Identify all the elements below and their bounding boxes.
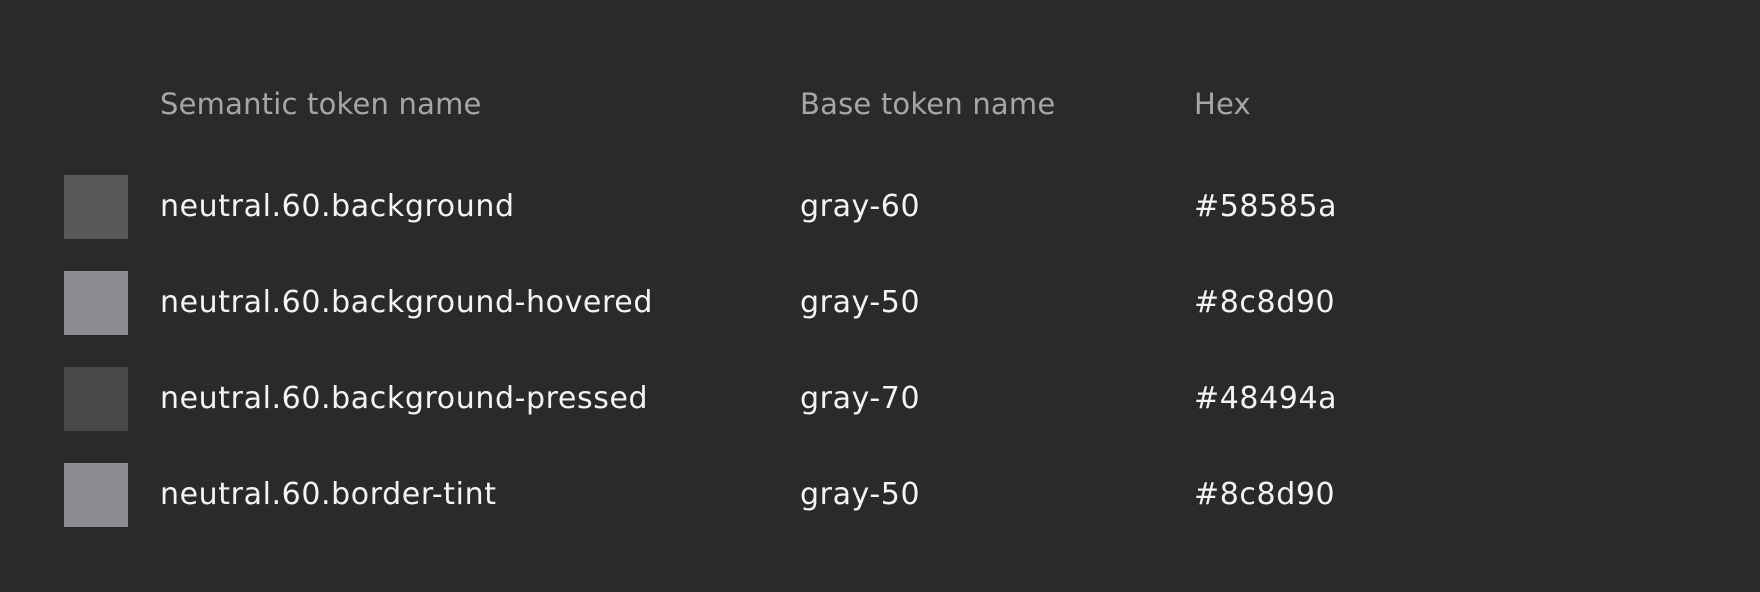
header-semantic-token-name: Semantic token name	[160, 87, 482, 121]
table-body: neutral.60.background gray-60 #58585a ne…	[0, 175, 1760, 559]
base-token-name: gray-60	[800, 189, 921, 224]
table-row: neutral.60.background-hovered gray-50 #8…	[0, 271, 1760, 367]
color-swatch	[64, 463, 128, 527]
semantic-token-name: neutral.60.background	[160, 189, 515, 224]
hex-value: #8c8d90	[1194, 477, 1336, 512]
header-base-token-name: Base token name	[800, 87, 1056, 121]
hex-value: #48494a	[1194, 381, 1338, 416]
semantic-token-name: neutral.60.border-tint	[160, 477, 497, 512]
hex-value: #8c8d90	[1194, 285, 1336, 320]
semantic-token-name: neutral.60.background-hovered	[160, 285, 653, 320]
color-swatch	[64, 367, 128, 431]
semantic-token-name: neutral.60.background-pressed	[160, 381, 649, 416]
hex-value: #58585a	[1194, 189, 1338, 224]
color-swatch	[64, 271, 128, 335]
base-token-name: gray-70	[800, 381, 921, 416]
table-header: Semantic token name Base token name Hex	[0, 84, 1760, 124]
table-row: neutral.60.border-tint gray-50 #8c8d90	[0, 463, 1760, 559]
table-row: neutral.60.background gray-60 #58585a	[0, 175, 1760, 271]
base-token-name: gray-50	[800, 477, 921, 512]
color-swatch	[64, 175, 128, 239]
header-hex: Hex	[1194, 87, 1251, 121]
table-row: neutral.60.background-pressed gray-70 #4…	[0, 367, 1760, 463]
base-token-name: gray-50	[800, 285, 921, 320]
